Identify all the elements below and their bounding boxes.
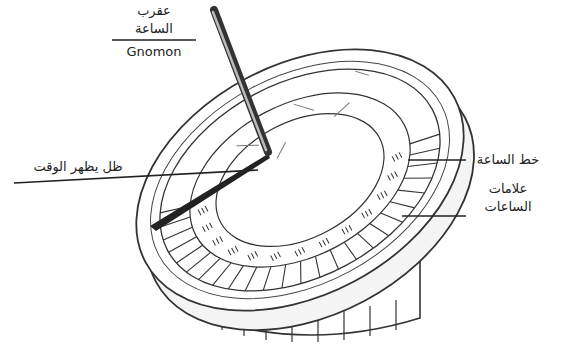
hour-line-label: خط الساعة (475, 151, 541, 169)
hour-marks (150, 80, 473, 336)
leader-line (402, 215, 466, 217)
hour-numeral-mark (377, 191, 387, 200)
hour-numeral-mark (342, 225, 352, 234)
hour-tick (273, 265, 294, 288)
hour-tick (310, 256, 325, 277)
hour-numeral-mark (213, 236, 223, 245)
hour-tick (238, 267, 264, 291)
hour-numeral-mark (202, 223, 212, 232)
dial-rim (110, 13, 490, 347)
hour-tick (358, 230, 374, 251)
hour-numeral-mark (198, 206, 208, 215)
leader-lines (14, 40, 466, 216)
hour-tick (398, 180, 425, 204)
hour-numeral-mark (388, 171, 398, 180)
hour-numeral-mark (248, 251, 258, 260)
gnomon-label: Gnomon (124, 43, 183, 61)
gnomon-rod (214, 10, 268, 152)
hour-tick (404, 166, 432, 189)
leader-line (112, 39, 196, 41)
hour-numeral-mark (295, 247, 305, 256)
hour-tick (344, 241, 356, 261)
hour-ring-middle (160, 57, 440, 302)
hour-numeral-mark (271, 252, 281, 261)
gnomon-label: عقرب الساعة (121, 2, 187, 37)
hour-tick (329, 250, 340, 269)
hour-tick (168, 237, 196, 252)
hour-numeral-mark (362, 209, 372, 218)
hour-tick (381, 206, 403, 229)
hour-numeral-mark (319, 238, 329, 247)
gnomon-highlight (213, 12, 266, 150)
gnomon-shadow (150, 154, 270, 231)
hour-ring-outer (122, 24, 478, 336)
hour-tick (175, 245, 204, 263)
hour-numeral-mark (228, 246, 238, 255)
hour-ring-inner (193, 87, 406, 274)
hour-tick (408, 154, 437, 176)
hour-numeral-mark (392, 152, 402, 161)
hour-tick (255, 267, 279, 291)
hour-tick (163, 225, 192, 242)
gnomon (213, 10, 268, 152)
hour-tick (390, 193, 415, 217)
hour-tick (410, 141, 440, 162)
shadow-label: ظل يظهر الوقت (31, 158, 124, 176)
dial (91, 0, 518, 356)
dial-face (91, 0, 508, 356)
hour-marks-label: علامات الساعات (473, 180, 543, 215)
hour-tick (370, 218, 389, 241)
hour-tick (292, 261, 310, 283)
leader-line (408, 159, 466, 161)
hour-tick (410, 129, 440, 148)
